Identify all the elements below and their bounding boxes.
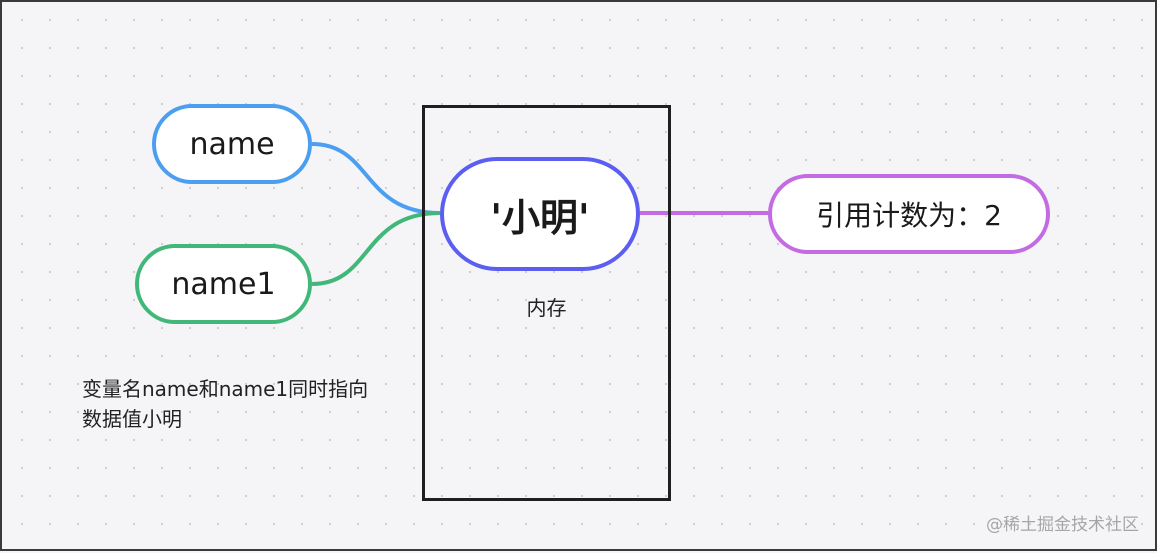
watermark: @稀土掘金技术社区 bbox=[986, 515, 1139, 535]
variable-node-name[interactable]: name bbox=[152, 104, 312, 184]
memory-label: 内存 bbox=[526, 296, 567, 320]
value-node[interactable]: '小明' bbox=[440, 157, 640, 271]
note-text: 变量名name和name1同时指向数据值小明 bbox=[82, 377, 369, 431]
refcount-node[interactable]: 引用计数为：2 bbox=[768, 174, 1050, 254]
edge-name1-to-value bbox=[311, 211, 441, 286]
edge-name-to-value bbox=[311, 142, 441, 215]
variable-node-name1[interactable]: name1 bbox=[135, 244, 312, 324]
memory-box bbox=[422, 105, 671, 501]
